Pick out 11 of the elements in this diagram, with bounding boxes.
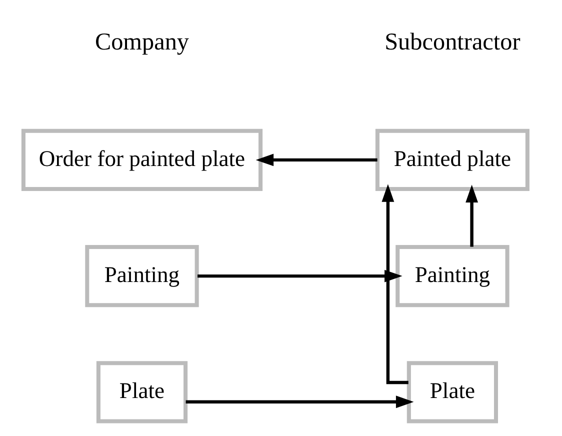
arrow bbox=[255, 154, 377, 166]
arrow bbox=[185, 396, 414, 408]
node-box: Plate bbox=[406, 361, 498, 424]
node-box: Painting bbox=[395, 245, 509, 308]
node-box: Plate bbox=[96, 361, 188, 424]
node-box: Order for painted plate bbox=[20, 128, 262, 191]
arrow bbox=[465, 184, 478, 247]
label: Company bbox=[94, 28, 189, 56]
label: Subcontractor bbox=[384, 28, 520, 56]
node-box: Painting bbox=[84, 245, 198, 308]
node-box: Painted plate bbox=[374, 128, 529, 191]
